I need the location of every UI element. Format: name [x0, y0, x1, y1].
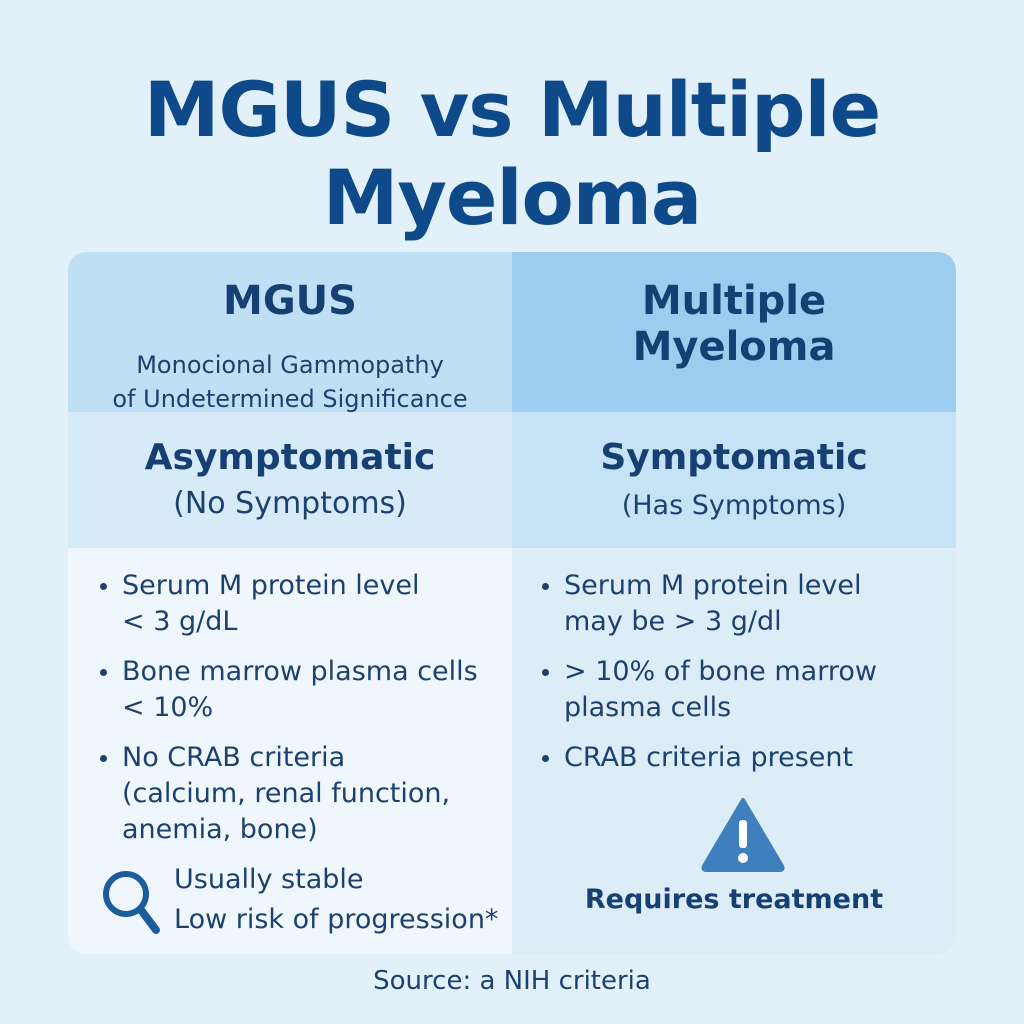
mgus-note: Usually stable Low risk of progression*	[174, 860, 498, 940]
warning-icon	[698, 794, 788, 874]
mgus-status-title: Asymptomatic	[144, 437, 436, 478]
myeloma-title-line-2: Myeloma	[632, 324, 836, 370]
mgus-title: MGUS	[223, 278, 357, 324]
page-title: MGUS vs Multiple Myeloma	[0, 66, 1024, 242]
mgus-subtitle-line-2: of Undetermined Significance	[112, 385, 468, 413]
list-item: Bone marrow plasma cells < 10%	[96, 654, 496, 726]
mgus-note-line-2: Low risk of progression*	[174, 904, 499, 935]
magnifier-icon	[100, 868, 164, 940]
mgus-criteria: Serum M protein level < 3 g/dL Bone marr…	[68, 548, 512, 954]
myeloma-criteria-list: Serum M protein level may be > 3 g/dl > …	[538, 568, 938, 790]
source-caption: Source: a NIH criteria	[373, 966, 651, 996]
mgus-status: Asymptomatic (No Symptoms)	[68, 412, 512, 548]
myeloma-criteria: Serum M protein level may be > 3 g/dl > …	[512, 548, 956, 954]
myeloma-status-title: Symptomatic	[600, 437, 868, 478]
mgus-criteria-list: Serum M protein level < 3 g/dL Bone marr…	[96, 568, 496, 862]
myeloma-note: Requires treatment	[584, 884, 884, 915]
myeloma-status: Symptomatic (Has Symptoms)	[512, 412, 956, 548]
comparison-table: MGUS Monocional Gammopathy of Undetermin…	[68, 252, 956, 954]
myeloma-status-subtitle: (Has Symptoms)	[621, 490, 847, 521]
list-item: CRAB criteria present	[538, 740, 938, 776]
list-item: Serum M protein level < 3 g/dL	[96, 568, 496, 640]
myeloma-title-line-1: Multiple	[641, 278, 827, 324]
page-title-line-2: Myeloma	[322, 153, 702, 242]
mgus-note-line-1: Usually stable	[174, 864, 364, 895]
mgus-header: MGUS Monocional Gammopathy of Undetermin…	[68, 252, 512, 413]
mgus-subtitle-line-1: Monocional Gammopathy	[136, 351, 444, 379]
mgus-status-subtitle: (No Symptoms)	[173, 486, 407, 521]
myeloma-header: Multiple Myeloma	[512, 252, 956, 412]
list-item: > 10% of bone marrow plasma cells	[538, 654, 938, 726]
list-item: Serum M protein level may be > 3 g/dl	[538, 568, 938, 640]
page-title-line-1: MGUS vs Multiple	[143, 65, 881, 154]
list-item: No CRAB criteria (calcium, renal functio…	[96, 740, 496, 848]
